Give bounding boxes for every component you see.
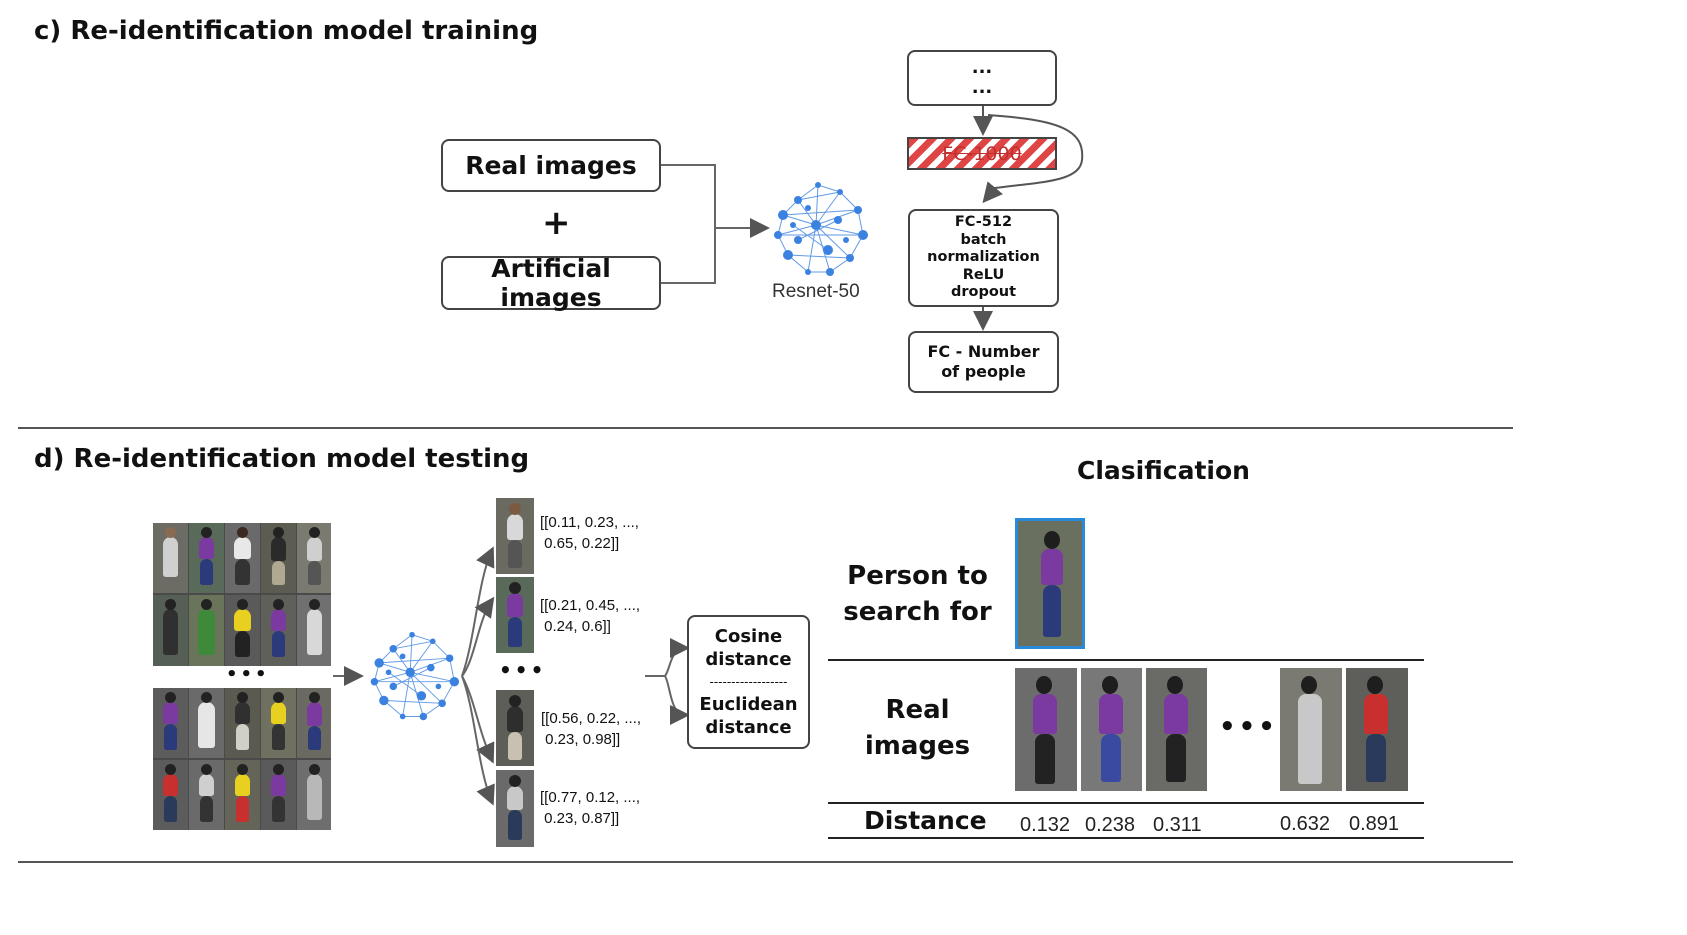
resnet-network-icon: [774, 182, 868, 276]
distance-value-5: 0.891: [1349, 813, 1400, 835]
grid-ellipsis: •••: [226, 664, 270, 685]
feature-thumb-1: [496, 498, 534, 574]
query-person-image: [1015, 518, 1085, 649]
gallery-image-1: [1015, 668, 1077, 791]
feature-ellipsis: •••: [499, 658, 547, 682]
section-divider-bottom: [18, 861, 1513, 863]
final-layer-line-2: of people: [941, 362, 1026, 381]
fc512-line-2: batch normalization: [927, 231, 1040, 266]
distance-value-1: 0.132: [1020, 814, 1071, 836]
classification-divider-2: [828, 802, 1424, 804]
resnet-label: Resnet-50: [772, 281, 860, 302]
real-images-label: Real images: [465, 151, 637, 180]
feature-thumb-3: [496, 690, 534, 766]
testing-section-title: d) Re-identification model testing: [34, 444, 530, 474]
plus-sign: +: [542, 203, 571, 243]
fc512-line-1: FC-512: [954, 214, 1013, 231]
fc512-line-3: ReLU: [962, 266, 1005, 283]
feature-vector-3: [[0.56, 0.22, ..., 0.23, 0.98]]: [541, 710, 642, 748]
distance-row-label: Distance: [864, 806, 987, 835]
fc-number-of-people-box: FC - Number of people: [908, 331, 1059, 393]
distance-value-3: 0.311: [1153, 814, 1202, 836]
euclidean-line1: Euclidean: [699, 694, 798, 715]
euclidean-line2: distance: [705, 717, 792, 738]
metric-separator: ------------------: [709, 675, 788, 689]
classification-title: Clasification: [1077, 456, 1250, 485]
removed-fc1000-layer: FC-1000: [907, 137, 1057, 170]
gallery-image-5: [1346, 668, 1408, 791]
query-label: Person to search for: [843, 561, 992, 627]
real-images-box: Real images: [441, 139, 661, 192]
top-layers-line2: ...: [971, 77, 993, 98]
cosine-line1: Cosine: [714, 626, 783, 647]
gallery-image-3: [1146, 668, 1207, 791]
artificial-images-label: Artificial images: [491, 254, 611, 312]
feature-vector-1: [[0.11, 0.23, ..., 0.65, 0.22]]: [540, 514, 639, 552]
test-network-icon: [370, 631, 460, 721]
removed-fc1000-label: FC-1000: [942, 142, 1022, 165]
gallery-image-2: [1081, 668, 1142, 791]
classification-divider-3: [828, 837, 1424, 839]
final-layer-line-1: FC - Number: [927, 342, 1040, 361]
top-layers-line1: ...: [971, 57, 993, 78]
section-divider-top: [18, 427, 1513, 429]
gallery-image-4: [1280, 668, 1342, 791]
distance-value-2: 0.238: [1085, 814, 1136, 836]
feature-thumb-2: [496, 577, 534, 653]
feature-thumb-4: [496, 770, 534, 847]
dataset-grid-bottom: [153, 688, 331, 830]
gallery-ellipsis: •••: [1219, 712, 1278, 742]
fc512-block: FC-512 batch normalization ReLU dropout: [908, 209, 1059, 307]
dataset-grid-top: [153, 523, 331, 666]
artificial-images-box: Artificial images: [441, 254, 661, 312]
top-layers-box: ... ...: [907, 50, 1057, 106]
distance-value-4: 0.632: [1280, 813, 1331, 835]
feature-vector-4: [[0.77, 0.12, ..., 0.23, 0.87]]: [540, 789, 641, 827]
distance-metric-box: Cosine distance ------------------ Eucli…: [687, 615, 810, 749]
classification-divider-1: [828, 659, 1424, 661]
cosine-line2: distance: [705, 649, 792, 670]
feature-vector-2: [[0.21, 0.45, ..., 0.24, 0.6]]: [540, 597, 641, 635]
gallery-label: Real images: [864, 695, 971, 761]
training-section-title: c) Re-identification model training: [34, 16, 539, 46]
fc512-line-4: dropout: [950, 284, 1017, 301]
